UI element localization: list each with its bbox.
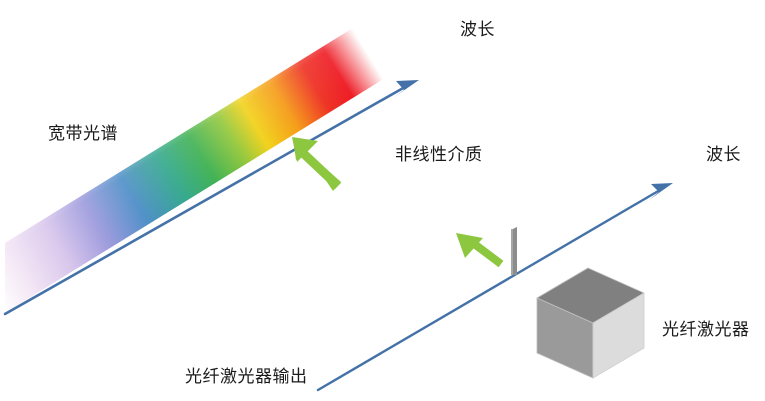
green-arrow-laser bbox=[456, 233, 504, 268]
fiber-laser-cube bbox=[536, 267, 645, 379]
label-fiber-laser: 光纤激光器 bbox=[662, 320, 750, 339]
laser-spectral-line bbox=[511, 227, 517, 275]
green-arrow-spectrum bbox=[292, 137, 342, 191]
label-wavelength-top: 波长 bbox=[460, 20, 495, 39]
laser-axis-arrow bbox=[316, 183, 673, 392]
label-fiber-laser-output-spectrum-line1: 光纤激光器输出 bbox=[185, 367, 308, 386]
label-broadband-spectrum: 宽带光谱 bbox=[48, 124, 118, 143]
label-fiber-laser-output-spectrum: 光纤激光器输出 光谱 bbox=[185, 317, 308, 401]
broadband-spectrum-band bbox=[5, 10, 382, 313]
label-wavelength-right: 波长 bbox=[706, 145, 741, 164]
spectrum-axis-arrow bbox=[3, 80, 419, 316]
label-nonlinear-medium: 非线性介质 bbox=[395, 145, 483, 164]
